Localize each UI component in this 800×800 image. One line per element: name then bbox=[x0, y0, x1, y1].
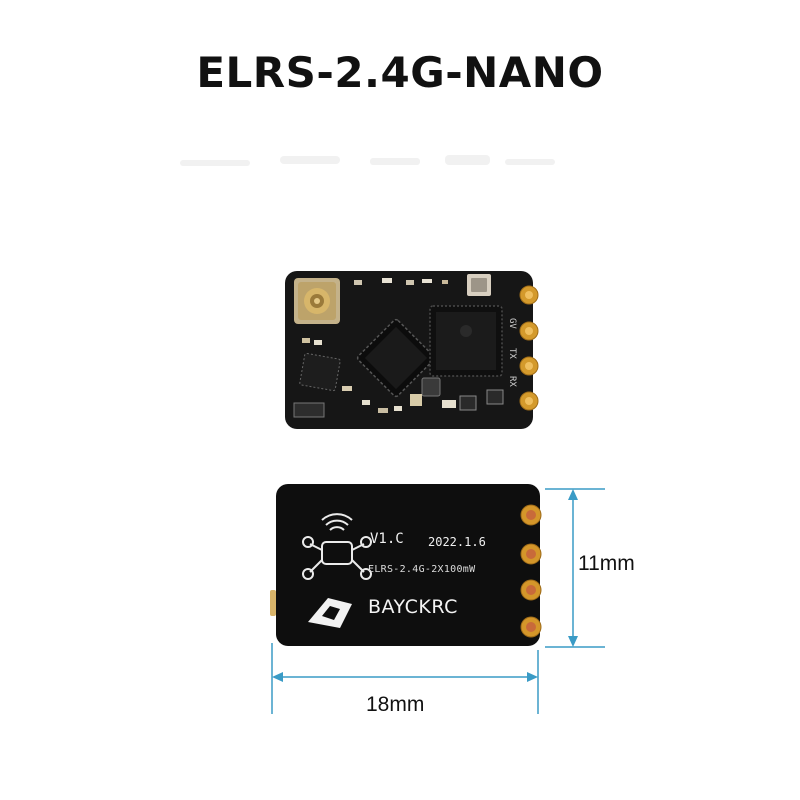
svg-text:GV: GV bbox=[507, 318, 517, 329]
svg-text:TX: TX bbox=[507, 348, 517, 359]
back-date-label: 2022.1.6 bbox=[428, 535, 486, 549]
front-board-image: GV TX RX bbox=[285, 271, 539, 429]
width-dimension-label: 18mm bbox=[366, 693, 425, 716]
back-model-label: ELRS-2.4G-2X100mW bbox=[368, 564, 476, 575]
back-brand-label: BAYCKRC bbox=[368, 596, 458, 618]
svg-text:RX: RX bbox=[507, 376, 517, 387]
faint-marks bbox=[180, 155, 555, 166]
height-dimension-label: 11mm bbox=[578, 552, 635, 575]
back-version-label: V1.C bbox=[370, 531, 404, 547]
back-board-image bbox=[270, 484, 542, 646]
product-title: ELRS-2.4G-NANO bbox=[196, 48, 604, 97]
